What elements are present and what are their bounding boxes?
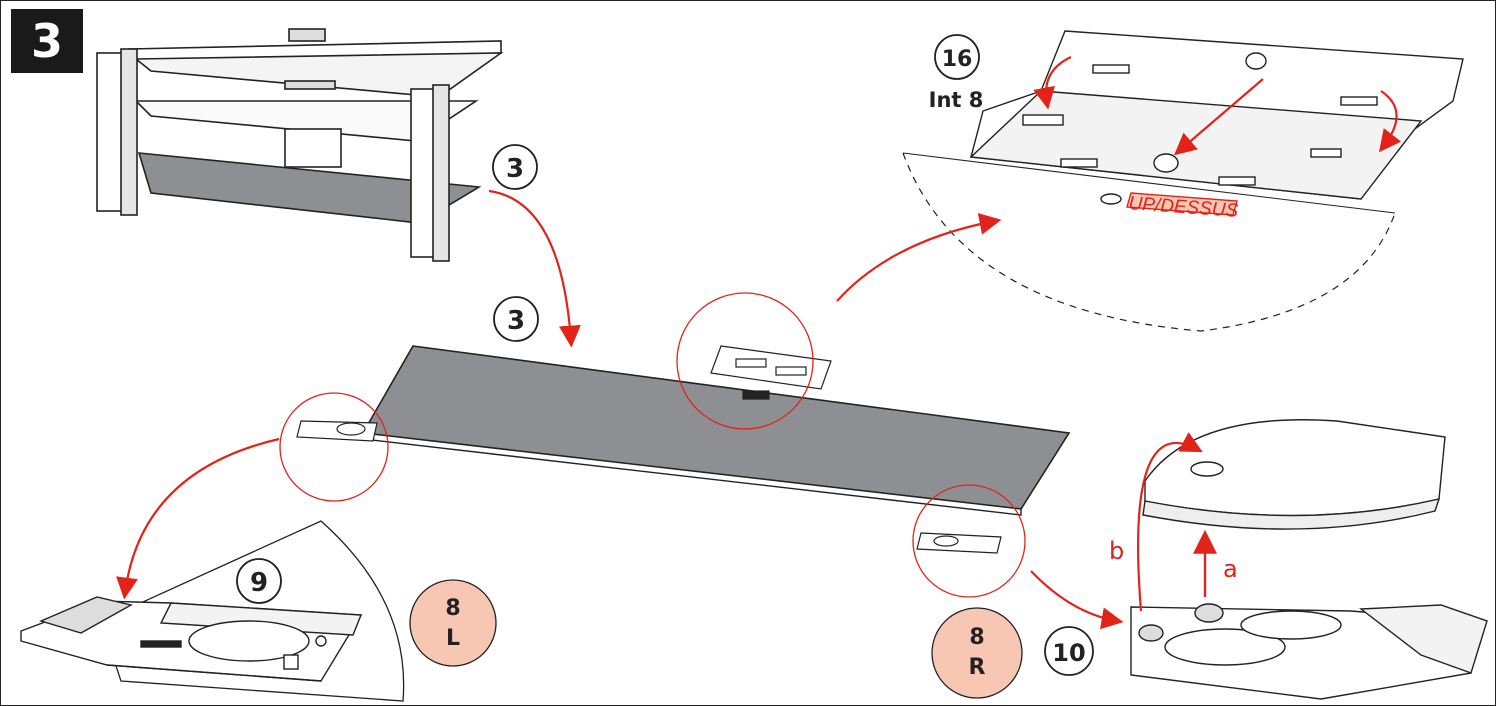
glass-shelf-panel [296, 345, 1071, 554]
callout-part-16: 16 Int 8 [929, 34, 984, 112]
svg-text:3: 3 [507, 306, 525, 336]
hardware-badge-right: 8 R [931, 607, 1023, 699]
svg-text:L: L [446, 626, 460, 651]
up-dessus-label: UP/DESSUS [1128, 193, 1239, 222]
detail-circle-right [912, 484, 1026, 598]
arrow-shelf-to-panel [488, 189, 581, 348]
svg-text:Int 8: Int 8 [929, 88, 984, 112]
svg-text:3: 3 [506, 154, 524, 184]
tv-stand-illustration [96, 28, 504, 262]
arrow-label-b: b [1109, 537, 1124, 565]
svg-text:10: 10 [1052, 639, 1085, 667]
bracket-detail-left [20, 520, 405, 702]
arrow-label-a: a [1223, 555, 1238, 583]
svg-text:R: R [969, 655, 986, 680]
detail-circle-center [676, 292, 814, 430]
callout-part-3-top: 3 [492, 144, 538, 190]
svg-text:8: 8 [969, 625, 984, 650]
step-number-badge: 3 [11, 9, 83, 73]
bracket-detail-top-right [902, 30, 1464, 332]
callout-part-10: 10 [1044, 626, 1094, 676]
callout-part-9: 9 [236, 558, 282, 604]
svg-text:8: 8 [445, 596, 460, 621]
detail-circle-left [279, 392, 389, 502]
arrow-to-top-detail [836, 213, 1002, 302]
arrow-to-left-detail [116, 437, 280, 600]
arrow-to-right-detail [1030, 570, 1124, 630]
svg-text:9: 9 [250, 568, 268, 598]
callout-part-3-mid: 3 [493, 296, 539, 342]
bracket-detail-right [1130, 419, 1488, 700]
hardware-badge-left: 8 L [409, 579, 497, 667]
svg-text:16: 16 [942, 47, 973, 72]
